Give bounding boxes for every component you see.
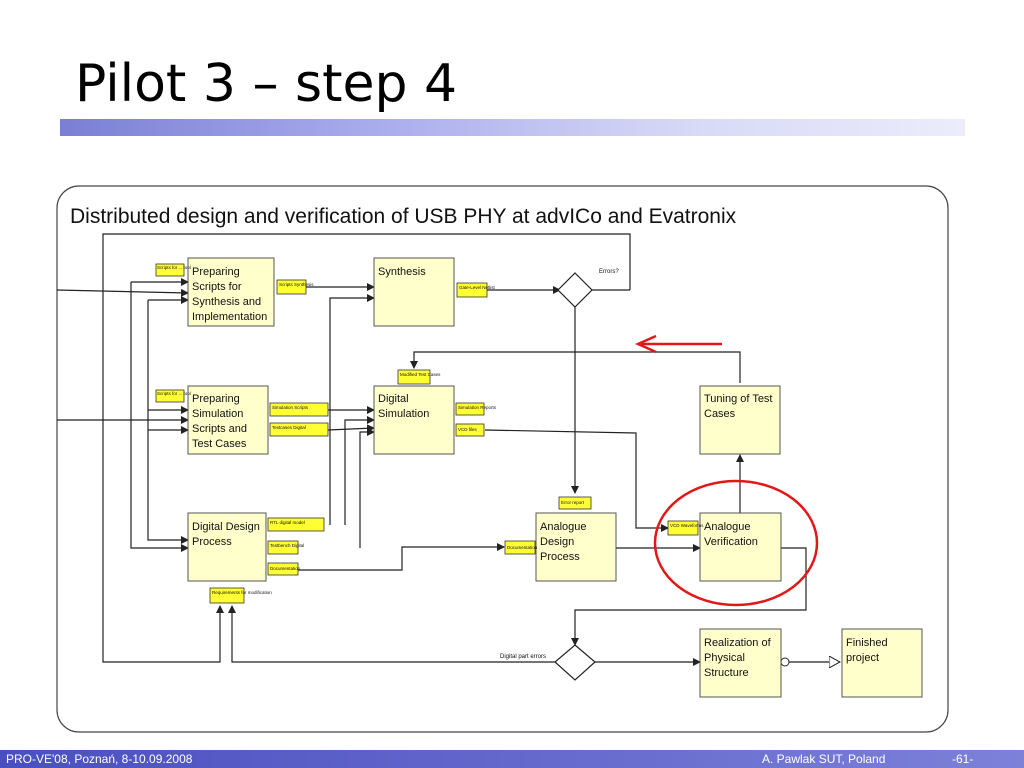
tag-scripts-tool-1: Scripts for ... tool: [157, 265, 191, 270]
svg-text:Finished: Finished: [846, 637, 888, 649]
tag-modified-test-cases: Modified Test Cases: [400, 372, 441, 377]
slide-title: Pilot 3 – step 4: [75, 54, 458, 114]
svg-text:Analogue: Analogue: [704, 521, 751, 533]
svg-text:Realization of: Realization of: [704, 637, 772, 649]
footer-bar: PRO-VE'08, Poznań, 8-10.09.2008 A. Pawla…: [0, 750, 1024, 768]
tag-simulation-scripts: Simulation Scripts: [272, 405, 309, 410]
box-digital-design-process: Digital Design Process: [187, 512, 267, 582]
tag-gate-level-netlist: Gate-Level Netlist: [459, 285, 496, 290]
tag-vcd-waveforms: VCD Waveforms: [670, 523, 704, 528]
box-preparing-simulation: Preparing Simulation Scripts and Test Ca…: [187, 385, 269, 455]
transition-circle: [780, 657, 790, 667]
artifact-tags: Scripts for ... tool Scripts Synthesis G…: [155, 263, 704, 604]
tag-documentation-1: Documentation: [270, 566, 301, 571]
svg-text:Analogue: Analogue: [540, 521, 587, 533]
tag-requirements-modification: Requirements for modification: [212, 590, 272, 595]
svg-text:Digital: Digital: [378, 393, 409, 405]
svg-text:Verification: Verification: [704, 536, 758, 548]
box-finished-project: Finished project: [841, 628, 923, 698]
svg-text:Scripts for: Scripts for: [192, 281, 242, 293]
svg-text:Test Cases: Test Cases: [192, 438, 247, 450]
tag-simulation-reports: Simulation Reports: [458, 405, 497, 410]
tag-vcd-files: VCD files: [458, 427, 478, 432]
box-preparing-synthesis: Preparing Scripts for Synthesis and Impl…: [187, 257, 275, 327]
svg-text:project: project: [846, 652, 879, 664]
digital-part-errors-label: Digital part errors: [500, 654, 546, 660]
svg-text:Structure: Structure: [704, 667, 749, 679]
tag-error-report: Error report: [561, 500, 585, 505]
digital-errors-diamond: [554, 644, 596, 681]
footer-author: A. Pawlak SUT, Poland: [762, 752, 886, 766]
box-tuning-test-cases: Tuning of Test Cases: [699, 385, 781, 455]
tag-scripts-tool-2: Scripts for ... tool: [157, 391, 191, 396]
errors-label: Errors?: [599, 269, 619, 275]
red-arrow-icon: [634, 334, 722, 354]
tag-scripts-synthesis: Scripts Synthesis: [279, 282, 314, 287]
svg-text:Process: Process: [192, 536, 232, 548]
highlight-circle: [653, 479, 819, 607]
svg-text:Cases: Cases: [704, 408, 736, 420]
svg-text:Implementation: Implementation: [192, 311, 267, 323]
tag-rtl-digital-model: RTL digital model: [270, 520, 305, 525]
svg-text:Physical: Physical: [704, 652, 745, 664]
svg-text:Tuning of Test: Tuning of Test: [704, 393, 773, 405]
box-analogue-verification: Analogue Verification: [699, 512, 782, 582]
diagram-frame: [56, 185, 949, 733]
footer-conference: PRO-VE'08, Poznań, 8-10.09.2008: [6, 752, 193, 766]
svg-text:Design: Design: [540, 536, 574, 548]
tag-testbench-digital: Testbench Digital: [270, 543, 304, 548]
svg-text:Simulation: Simulation: [378, 408, 429, 420]
tag-documentation-2: Documentation: [507, 545, 538, 550]
svg-text:Synthesis: Synthesis: [378, 266, 426, 278]
footer-page-number: -61-: [952, 752, 974, 766]
svg-text:Synthesis and: Synthesis and: [192, 296, 261, 308]
svg-text:Process: Process: [540, 551, 580, 563]
svg-text:Scripts and: Scripts and: [192, 423, 247, 435]
box-analogue-design-process: Analogue Design Process: [535, 512, 617, 582]
connectors: [56, 233, 840, 662]
box-realization-physical-structure: Realization of Physical Structure: [699, 628, 782, 698]
title-underline-bar: [60, 119, 965, 136]
tag-testcases-digital: Testcases Digital: [272, 425, 306, 430]
box-digital-simulation: Digital Simulation: [373, 385, 455, 455]
svg-text:Preparing: Preparing: [192, 393, 240, 405]
box-synthesis: Synthesis: [373, 257, 455, 327]
svg-text:Simulation: Simulation: [192, 408, 243, 420]
diagram-heading: Distributed design and verification of U…: [70, 205, 737, 228]
errors-diamond: [557, 272, 593, 308]
svg-text:Digital Design: Digital Design: [192, 521, 260, 533]
svg-text:Preparing: Preparing: [192, 266, 240, 278]
